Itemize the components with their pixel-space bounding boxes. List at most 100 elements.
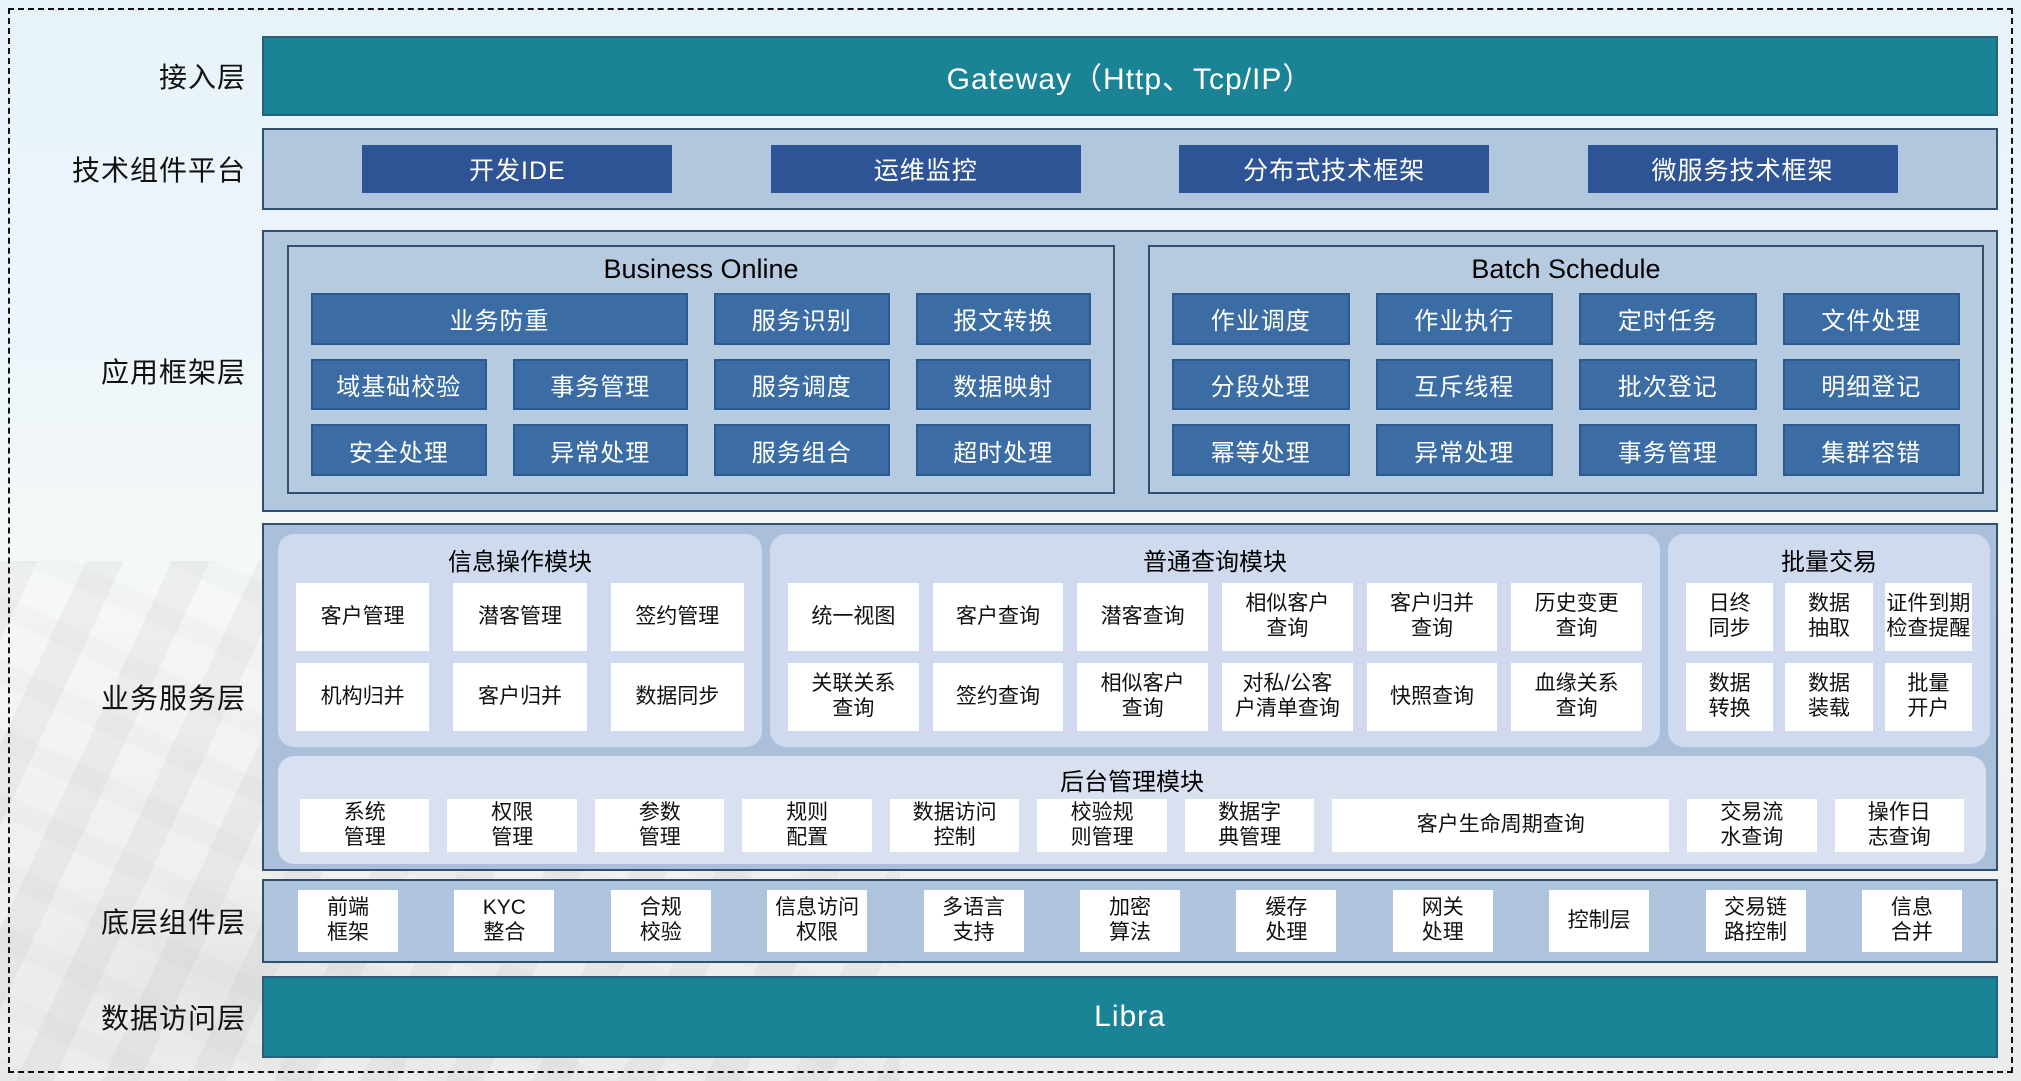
admin-item-lifecycle-query: 客户生命周期查询 xyxy=(1332,799,1670,852)
gateway-bar: Gateway（Http、Tcp/IP） xyxy=(262,36,1998,116)
query-item-3: 相似客户 查询 xyxy=(1222,583,1353,651)
bs-item-3: 文件处理 xyxy=(1782,293,1960,345)
layer-label-biz: 业务服务层 xyxy=(100,683,246,714)
tech-item-distributed-fw: 分布式技术框架 xyxy=(1179,145,1490,193)
admin-item-1: 权限 管理 xyxy=(447,799,577,852)
query-item-11: 血缘关系 查询 xyxy=(1511,663,1642,731)
bo-item-0: 服务识别 xyxy=(714,293,890,345)
business-online-title: Business Online xyxy=(603,254,799,284)
base-item-4: 多语言 支持 xyxy=(923,890,1024,952)
info-item-4: 客户归并 xyxy=(453,663,587,731)
tech-platform-panel: 开发IDE 运维监控 分布式技术框架 微服务技术框架 xyxy=(262,128,1998,210)
bs-item-4: 分段处理 xyxy=(1172,358,1350,411)
bs-item-2: 定时任务 xyxy=(1579,293,1757,345)
layer-label-dataaccess: 数据访问层 xyxy=(100,1003,246,1034)
batch-schedule-title: Batch Schedule xyxy=(1471,254,1661,284)
base-item-5: 加密 算法 xyxy=(1079,890,1180,952)
info-operation-module: 信息操作模块 客户管理 潜客管理 签约管理 机构归并 客户归并 数据同步 xyxy=(278,534,762,747)
bo-item-7: 异常处理 xyxy=(512,424,688,476)
batch-schedule-box: Batch Schedule 作业调度 作业执行 定时任务 文件处理 分段处理 … xyxy=(1148,245,1984,494)
admin-module: 后台管理模块 系统 管理 权限 管理 参数 管理 规则 配置 数据访问 控制 校… xyxy=(278,756,1986,864)
bo-item-6: 安全处理 xyxy=(311,424,487,476)
base-item-3: 信息访问 权限 xyxy=(767,890,868,952)
admin-module-row: 系统 管理 权限 管理 参数 管理 规则 配置 数据访问 控制 校验规 则管理 … xyxy=(278,799,1986,864)
query-item-7: 签约查询 xyxy=(932,663,1064,731)
info-operation-title: 信息操作模块 xyxy=(448,549,592,576)
info-item-0: 客户管理 xyxy=(296,583,430,651)
common-query-module: 普通查询模块 统一视图 客户查询 潜客查询 相似客户 查询 客户归并 查询 历史… xyxy=(770,534,1660,747)
bo-item-3: 事务管理 xyxy=(512,358,688,411)
admin-item-2: 参数 管理 xyxy=(594,799,725,852)
admin-item-0: 系统 管理 xyxy=(300,799,430,852)
batch-trade-grid: 日终 同步 数据 抽取 证件到期 检查提醒 数据 转换 数据 装载 批量 开户 xyxy=(1668,581,1990,747)
layer-label-access: 接入层 xyxy=(158,62,246,93)
query-item-4: 客户归并 查询 xyxy=(1366,583,1498,651)
bo-item-1: 报文转换 xyxy=(915,293,1091,345)
batch-schedule-grid: 作业调度 作业执行 定时任务 文件处理 分段处理 互斥线程 批次登记 明细登记 … xyxy=(1150,291,1982,492)
batch-trade-title: 批量交易 xyxy=(1781,549,1877,576)
base-item-9: 交易链 路控制 xyxy=(1705,890,1806,952)
query-item-9: 对私/公客 户清单查询 xyxy=(1222,663,1353,731)
base-item-1: KYC 整合 xyxy=(454,890,555,952)
info-item-1: 潜客管理 xyxy=(453,583,587,651)
base-item-6: 缓存 处理 xyxy=(1236,890,1337,952)
admin-item-9: 操作日 志查询 xyxy=(1834,799,1965,852)
business-online-grid: 业务防重 服务识别 报文转换 域基础校验 事务管理 服务调度 数据映射 安全处理… xyxy=(289,291,1113,492)
admin-item-4: 数据访问 控制 xyxy=(889,799,1020,852)
admin-item-5: 校验规 则管理 xyxy=(1037,799,1167,852)
query-item-10: 快照查询 xyxy=(1366,663,1498,731)
admin-module-title: 后台管理模块 xyxy=(1060,769,1204,796)
bs-item-10: 事务管理 xyxy=(1579,424,1757,476)
bo-item-4: 服务调度 xyxy=(714,358,890,411)
bo-item-dedup: 业务防重 xyxy=(311,293,688,345)
tech-item-ops-monitor: 运维监控 xyxy=(770,145,1081,193)
batchtrade-item-4: 数据 装载 xyxy=(1785,663,1873,731)
base-item-2: 合规 校验 xyxy=(610,890,711,952)
libra-bar: Libra xyxy=(262,976,1998,1058)
batchtrade-item-5: 批量 开户 xyxy=(1884,663,1972,731)
common-query-title: 普通查询模块 xyxy=(1143,549,1287,576)
batchtrade-item-2: 证件到期 检查提醒 xyxy=(1884,583,1972,651)
bs-item-1: 作业执行 xyxy=(1375,293,1553,345)
base-item-7: 网关 处理 xyxy=(1392,890,1493,952)
bo-item-9: 超时处理 xyxy=(915,424,1091,476)
bs-item-6: 批次登记 xyxy=(1579,358,1757,411)
business-service-panel: 信息操作模块 客户管理 潜客管理 签约管理 机构归并 客户归并 数据同步 普通查… xyxy=(262,523,1998,871)
bo-item-5: 数据映射 xyxy=(915,358,1091,411)
base-item-0: 前端 框架 xyxy=(298,890,398,952)
app-framework-panel: Business Online 业务防重 服务识别 报文转换 域基础校验 事务管… xyxy=(262,230,1998,512)
info-item-2: 签约管理 xyxy=(610,583,744,651)
query-item-0: 统一视图 xyxy=(788,583,919,651)
admin-item-6: 数据字 典管理 xyxy=(1184,799,1315,852)
query-item-5: 历史变更 查询 xyxy=(1511,583,1642,651)
bs-item-8: 幂等处理 xyxy=(1172,424,1350,476)
bo-item-2: 域基础校验 xyxy=(311,358,487,411)
admin-item-8: 交易流 水查询 xyxy=(1687,799,1817,852)
base-item-10: 信息 合并 xyxy=(1861,890,1962,952)
admin-item-3: 规则 配置 xyxy=(742,799,872,852)
layer-label-tech: 技术组件平台 xyxy=(71,155,246,186)
tech-item-dev-ide: 开发IDE xyxy=(362,145,673,193)
base-components-panel: 前端 框架 KYC 整合 合规 校验 信息访问 权限 多语言 支持 加密 算法 … xyxy=(262,879,1998,963)
tech-item-microservice-fw: 微服务技术框架 xyxy=(1587,145,1898,193)
business-online-box: Business Online 业务防重 服务识别 报文转换 域基础校验 事务管… xyxy=(287,245,1115,494)
batchtrade-item-1: 数据 抽取 xyxy=(1785,583,1873,651)
info-item-5: 数据同步 xyxy=(610,663,744,731)
common-query-grid: 统一视图 客户查询 潜客查询 相似客户 查询 客户归并 查询 历史变更 查询 关… xyxy=(770,581,1660,747)
batch-trade-module: 批量交易 日终 同步 数据 抽取 证件到期 检查提醒 数据 转换 数据 装载 批… xyxy=(1668,534,1990,747)
batchtrade-item-0: 日终 同步 xyxy=(1686,583,1774,651)
info-item-3: 机构归并 xyxy=(296,663,430,731)
bs-item-5: 互斥线程 xyxy=(1375,358,1553,411)
bs-item-0: 作业调度 xyxy=(1172,293,1350,345)
layer-label-base: 底层组件层 xyxy=(100,907,246,938)
bo-item-8: 服务组合 xyxy=(714,424,890,476)
query-item-6: 关联关系 查询 xyxy=(788,663,919,731)
base-item-8: 控制层 xyxy=(1549,890,1650,952)
query-item-8: 相似客户 查询 xyxy=(1077,663,1208,731)
bs-item-7: 明细登记 xyxy=(1782,358,1960,411)
bs-item-11: 集群容错 xyxy=(1782,424,1960,476)
query-item-1: 客户查询 xyxy=(932,583,1064,651)
query-item-2: 潜客查询 xyxy=(1077,583,1208,651)
bs-item-9: 异常处理 xyxy=(1375,424,1553,476)
